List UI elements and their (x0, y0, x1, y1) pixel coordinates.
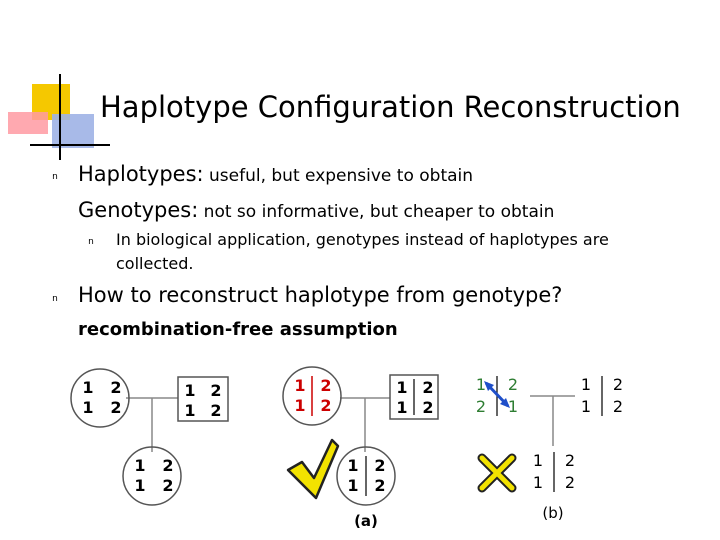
allele-value: 1 (396, 378, 407, 397)
allele-value: 1 (184, 401, 195, 420)
allele-value: 1 (82, 398, 93, 417)
allele-value: 2 (374, 476, 385, 495)
checkmark-icon (286, 438, 340, 500)
sub-bullet-marker: n (88, 237, 94, 247)
pedigree-child-node (122, 446, 182, 506)
allele-value: 2 (110, 378, 121, 397)
allele-value: 1 (508, 397, 518, 416)
allele-value: 2 (374, 456, 385, 475)
allele-value: 2 (422, 398, 433, 417)
allele-value: 1 (347, 456, 358, 475)
assumption-label: recombination-free assumption (78, 319, 398, 340)
allele-value: 2 (162, 456, 173, 475)
allele-value: 2 (422, 378, 433, 397)
allele-value: 1 (476, 375, 486, 394)
allele-value: 2 (613, 375, 623, 394)
allele-value: 1 (82, 378, 93, 397)
bullet-question: How to reconstruct haplotype from genoty… (78, 283, 563, 307)
panel-b-label: (b) (542, 504, 563, 522)
allele-value: 2 (210, 401, 221, 420)
pedigree-child-node (336, 446, 396, 506)
allele-value: 2 (320, 396, 331, 415)
allele-value: 1 (533, 451, 543, 470)
pedigree-male-node (177, 376, 229, 422)
panel-a-label: (a) (354, 512, 378, 530)
bullet-marker: n (52, 172, 58, 182)
allele-value: 2 (110, 398, 121, 417)
allele-value: 1 (396, 398, 407, 417)
allele-value: 1 (184, 381, 195, 400)
allele-value: 1 (294, 396, 305, 415)
allele-value: 2 (320, 376, 331, 395)
allele-value: 2 (565, 473, 575, 492)
bullet-marker: n (52, 294, 58, 304)
pedigree-male-node (389, 374, 439, 420)
bullet-haplotypes: Haplotypes: useful, but expensive to obt… (78, 162, 473, 186)
slide-title: Haplotype Configuration Reconstruction (100, 90, 681, 124)
allele-value: 1 (347, 476, 358, 495)
allele-value: 1 (134, 476, 145, 495)
genotypes-label: Genotypes: (78, 198, 199, 222)
allele-value: 2 (210, 381, 221, 400)
allele-value: 1 (581, 375, 591, 394)
genotypes-desc: not so informative, but cheaper to obtai… (198, 202, 555, 222)
haplotypes-desc: useful, but expensive to obtain (203, 166, 474, 186)
allele-value: 1 (581, 397, 591, 416)
allele-value: 1 (533, 473, 543, 492)
allele-value: 1 (294, 376, 305, 395)
sub-bullet-application: In biological application, genotypes ins… (116, 230, 609, 273)
bullet-genotypes: Genotypes: not so informative, but cheap… (78, 198, 554, 222)
slide-logo (8, 74, 110, 160)
allele-value: 2 (565, 451, 575, 470)
allele-value: 2 (476, 397, 486, 416)
allele-value: 1 (134, 456, 145, 475)
allele-value: 2 (162, 476, 173, 495)
allele-value: 2 (508, 375, 518, 394)
pedigree-female-node (282, 366, 342, 426)
haplotypes-label: Haplotypes: (78, 162, 204, 186)
pedigree-female-node (70, 368, 130, 428)
allele-value: 2 (613, 397, 623, 416)
